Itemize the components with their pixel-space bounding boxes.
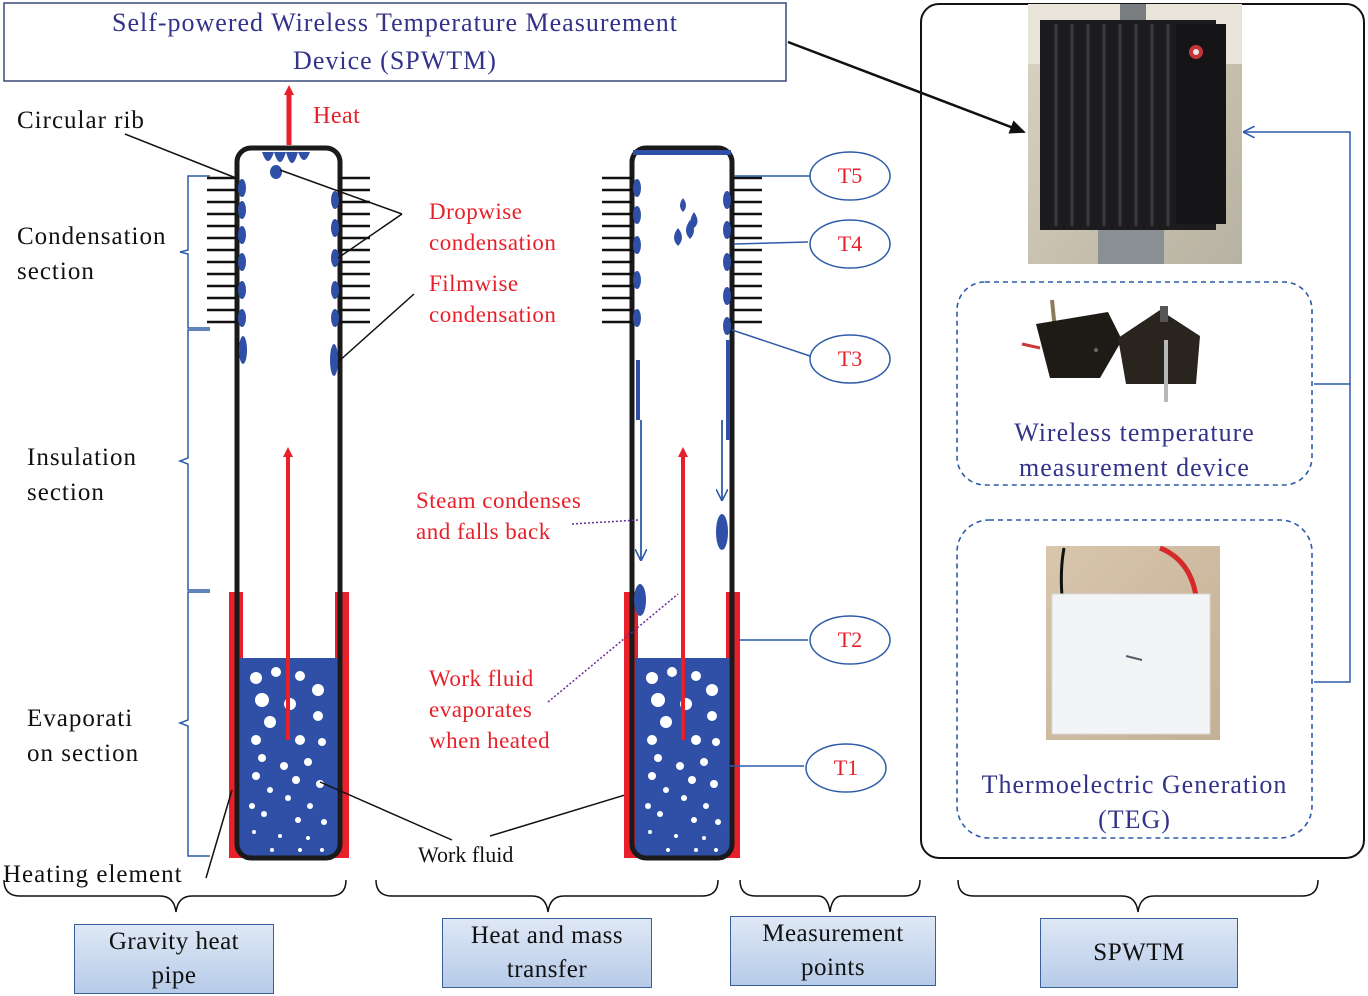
heat-mass-label-2: transfer <box>506 956 588 983</box>
insulation-section-label-1: Insulation <box>27 444 137 471</box>
insulation-section-label-2: section <box>27 479 105 506</box>
circular-rib-leader <box>124 133 237 179</box>
evaporates-label-2: evaporates <box>429 697 533 722</box>
ribs2-right <box>732 176 762 324</box>
t5-label: T5 <box>837 163 863 188</box>
t3-ellipse <box>809 334 891 384</box>
steam-label-1: Steam condenses <box>416 488 582 513</box>
wireless-device-label-1: Wireless temperature <box>1014 418 1255 447</box>
heat-label: Heat <box>313 103 361 129</box>
t1-ellipse <box>805 743 887 793</box>
power-link-up <box>1244 132 1351 384</box>
title-to-device-arrow <box>787 40 1026 134</box>
steam-leader <box>571 519 639 525</box>
ribs2-left <box>602 176 632 324</box>
title-box <box>3 2 787 82</box>
measurement-leaders <box>730 175 811 767</box>
evaporates-label-1: Work fluid <box>429 666 534 691</box>
t4-label: T4 <box>837 231 863 256</box>
work-fluid-leader-2 <box>489 787 649 837</box>
wireless-device-label-2: measurement device <box>1019 453 1250 482</box>
t1-label: T1 <box>833 755 859 780</box>
heat-mass-transfer-box: Heat and mass transfer <box>442 918 652 988</box>
gravity-heat-pipe-label-2: pipe <box>151 962 197 989</box>
dropwise-label-1: Dropwise <box>429 199 523 224</box>
title-line-2: Device (SPWTM) <box>293 46 497 75</box>
work-fluid-label: Work fluid <box>418 842 514 867</box>
condensation-section-label-1: Condensation <box>17 223 167 250</box>
measurement-points-label-1: Measurement <box>762 920 904 947</box>
dropwise-leader-1 <box>279 169 403 215</box>
measurement-points-box: Measurement points <box>730 916 936 986</box>
evaporates-leader <box>547 593 679 703</box>
teg-frame <box>956 519 1313 839</box>
steam-label-2: and falls back <box>416 519 551 544</box>
filmwise-leader <box>337 293 415 363</box>
teg-label-2: (TEG) <box>1098 805 1171 834</box>
gravity-heat-pipe-box: Gravity heat pipe <box>74 924 274 994</box>
heat-mass-label-1: Heat and mass <box>470 922 624 949</box>
pipe-wall-2 <box>629 145 735 861</box>
dropwise-label-2: condensation <box>429 230 557 255</box>
brace-spwtm <box>957 879 1319 913</box>
insulation-brace <box>177 329 210 591</box>
pipe-wall <box>234 145 343 861</box>
t3-label: T3 <box>837 346 863 371</box>
vapor-bubbles-2 <box>645 667 721 852</box>
condensation-brace <box>179 175 210 329</box>
circular-rib-label: Circular rib <box>17 107 145 134</box>
teg-label-1: Thermoelectric Generation <box>981 770 1288 799</box>
power-link-bracket <box>1314 383 1351 683</box>
brace-gravity <box>3 879 347 913</box>
condensate-film-2 <box>633 150 731 616</box>
t2-ellipse <box>809 615 891 665</box>
brace-heatmass <box>375 879 719 913</box>
title-line-1: Self-powered Wireless Temperature Measur… <box>111 8 679 37</box>
t4-ellipse <box>809 219 891 269</box>
gravity-heat-pipe <box>207 85 370 861</box>
bottom-braces <box>3 879 1319 913</box>
circular-ribs-left <box>207 176 237 324</box>
evaporation-section-label-1: Evaporati <box>27 705 134 732</box>
condensate-film <box>238 152 339 376</box>
wireless-device-frame <box>956 281 1313 486</box>
gravity-heat-pipe-label-1: Gravity heat <box>108 928 240 955</box>
evaporation-brace <box>177 591 210 857</box>
heating-element-leader <box>205 789 233 879</box>
dropwise-leader-2 <box>337 213 403 259</box>
spwtm-box: SPWTM <box>1040 918 1238 988</box>
t2-label: T2 <box>837 627 863 652</box>
t5-ellipse <box>809 151 891 201</box>
evaporates-label-3: when heated <box>429 728 551 753</box>
heat-mass-transfer-pipe <box>602 145 762 861</box>
measurement-ellipses <box>805 151 891 793</box>
spwtm-device-photo <box>1028 4 1242 264</box>
brace-measure <box>739 879 921 913</box>
wireless-device-photo <box>1021 299 1200 402</box>
filmwise-label-2: condensation <box>429 302 557 327</box>
teg-photo <box>1046 545 1220 740</box>
measurement-points-label-2: points <box>800 954 866 981</box>
filmwise-label-1: Filmwise <box>429 271 519 296</box>
spwtm-label: SPWTM <box>1093 939 1185 966</box>
evaporation-section-label-2: on section <box>27 740 140 767</box>
condensation-section-label-2: section <box>17 258 95 285</box>
work-fluid-leader-1 <box>319 781 453 841</box>
heating-element-label: Heating element <box>3 861 183 888</box>
circular-ribs-right <box>340 176 370 324</box>
